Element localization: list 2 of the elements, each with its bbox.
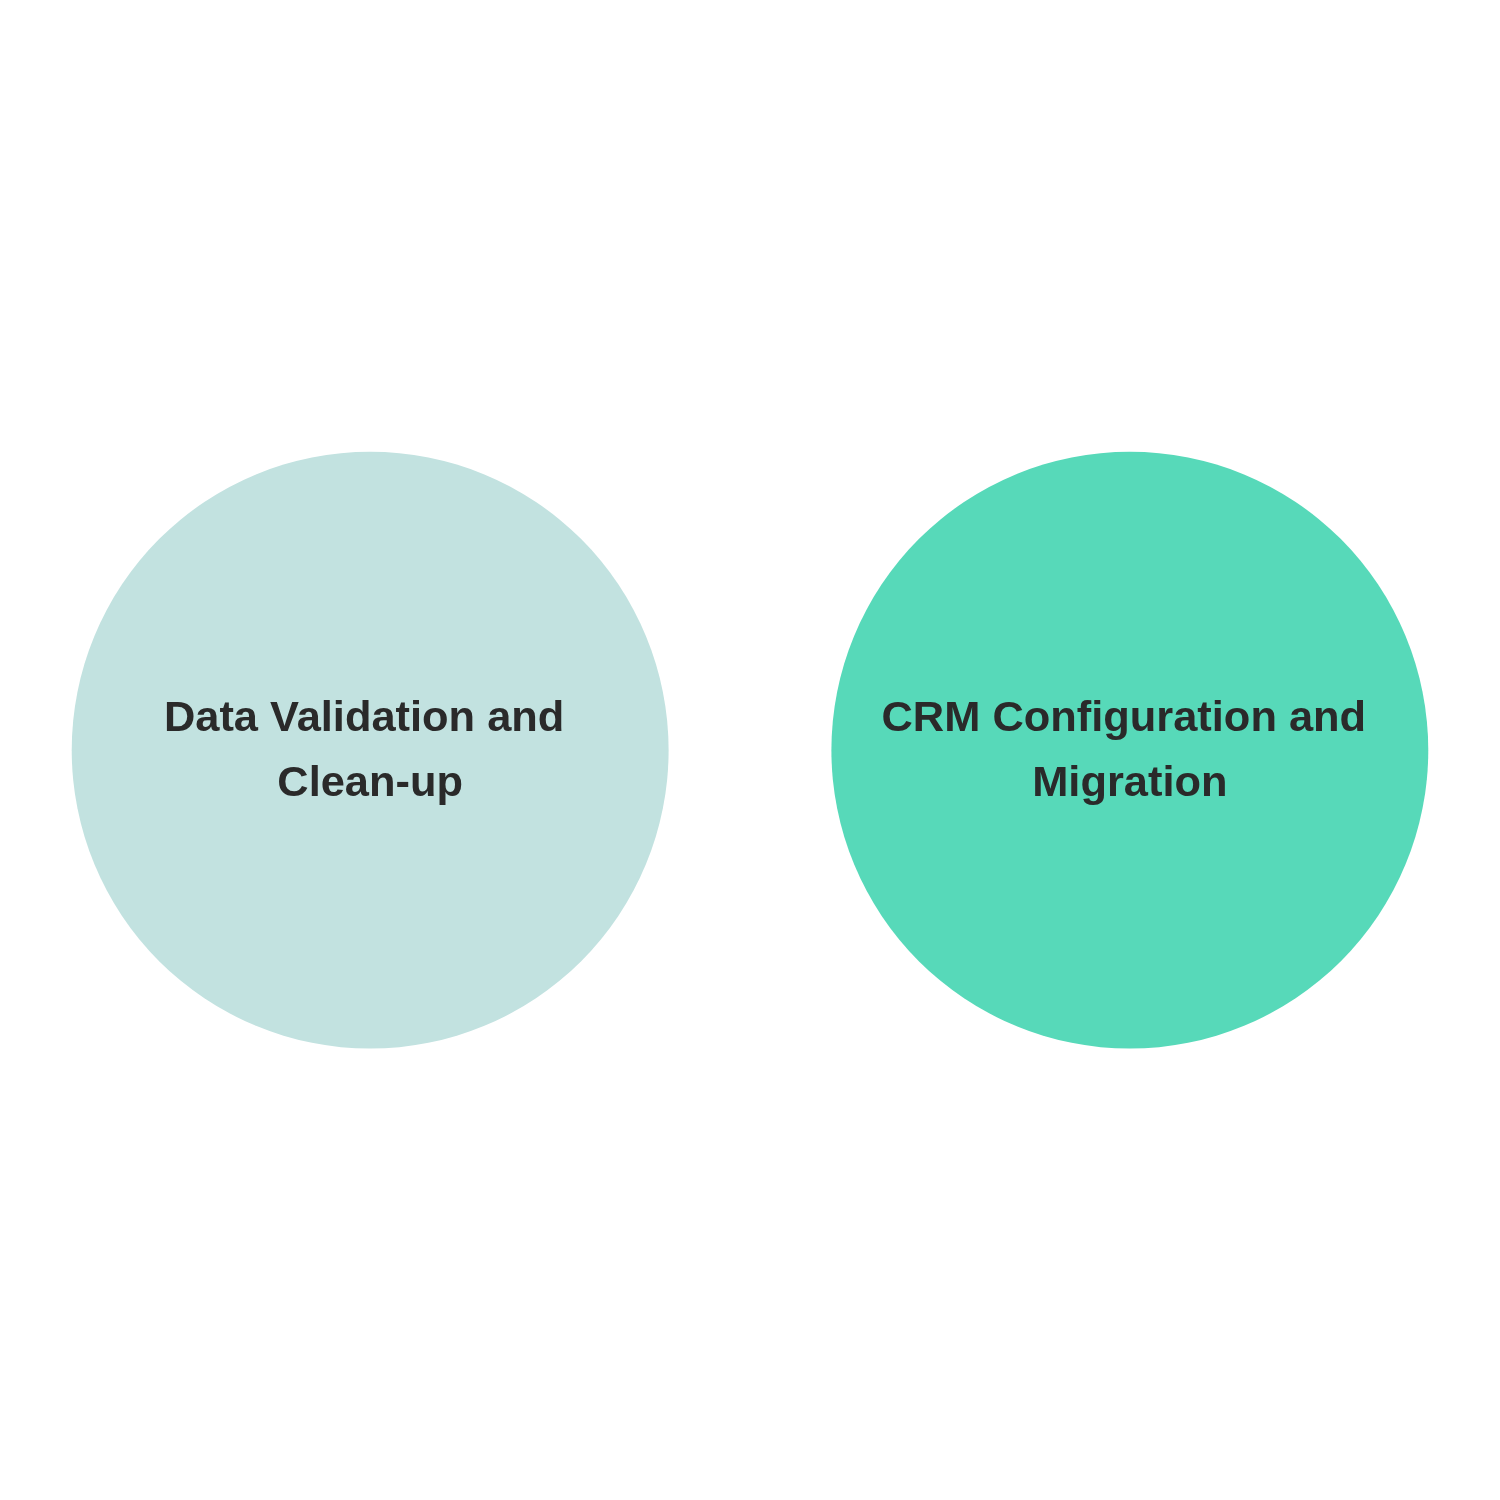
node-circle: Data Validation and Clean-up xyxy=(71,451,669,1049)
node-circle: CRM Configuration and Migration xyxy=(831,451,1429,1049)
